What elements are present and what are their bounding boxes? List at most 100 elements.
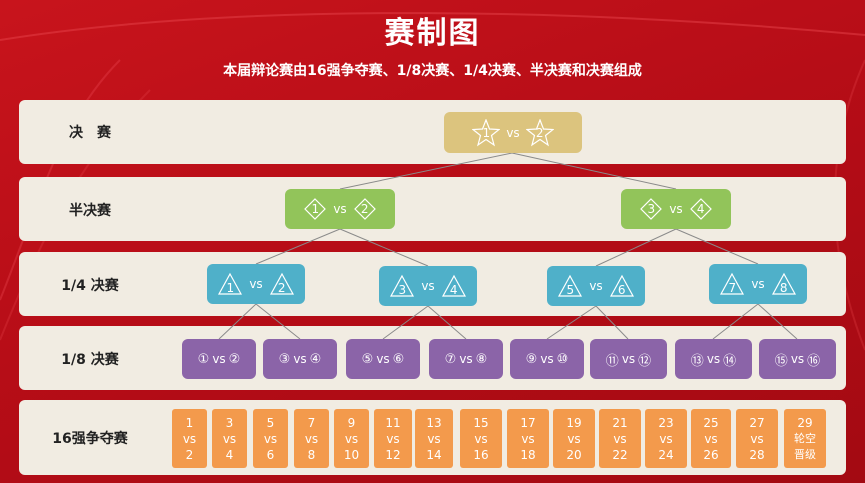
- eighth-team-a: ⑬: [690, 353, 704, 369]
- diamond-icon: 1: [303, 197, 327, 221]
- triangle-icon: 5: [557, 274, 583, 298]
- eighth-vs: vs: [621, 352, 636, 366]
- r16-team-b: 28: [749, 447, 765, 462]
- final-vs: vs: [506, 125, 520, 140]
- r16-team-b: 8: [307, 447, 316, 462]
- r16-team-a: 25: [703, 415, 719, 430]
- quarter-team-b: 2: [277, 281, 286, 295]
- r16-team-b: 10: [343, 447, 360, 462]
- r16-vs: vs: [750, 431, 764, 446]
- final-team-a: 1: [482, 125, 491, 140]
- quarter-vs: vs: [421, 279, 435, 293]
- r16-team-a: 27: [749, 415, 765, 430]
- r16-team-a: 5: [266, 415, 275, 430]
- r16-team-a: 17: [520, 415, 536, 430]
- diamond-icon: 3: [639, 197, 663, 221]
- r16-team-a: 23: [658, 415, 674, 430]
- r16-team-a: 11: [385, 415, 401, 430]
- stage-label-final: 决 赛: [69, 125, 111, 141]
- eighth-team-b: ⑥: [392, 351, 405, 367]
- final-match: 1 vs 2: [444, 112, 582, 153]
- page-subtitle: 本届辩论赛由16强争夺赛、1/8决赛、1/4决赛、半决赛和决赛组成: [223, 63, 642, 79]
- diamond-icon: 2: [353, 197, 377, 221]
- quarter-vs: vs: [589, 279, 603, 293]
- stage-label-quarter: 1/4 决赛: [61, 278, 119, 294]
- r16-team-a: 15: [473, 415, 489, 430]
- r16-team-b: 24: [658, 447, 674, 462]
- final-team-b: 2: [535, 125, 544, 140]
- eighth-team-b: ②: [228, 351, 241, 367]
- quarter-team-a: 3: [398, 283, 407, 297]
- quarter-match: 1 vs 2: [207, 264, 305, 304]
- semi-vs: vs: [333, 202, 347, 216]
- semi-team-a: 1: [311, 202, 320, 216]
- r16-team-b: 22: [612, 447, 628, 462]
- quarter-team-a: 7: [728, 281, 737, 295]
- r16-vs: vs: [659, 431, 673, 446]
- r16-team-a: 29: [797, 415, 813, 430]
- eighth-vs: vs: [212, 352, 226, 366]
- eighth-vs: vs: [459, 352, 473, 366]
- quarter-team-a: 5: [566, 283, 575, 297]
- star-icon: 1: [472, 118, 501, 147]
- eighth-vs: vs: [376, 352, 390, 366]
- quarter-vs: vs: [249, 277, 263, 291]
- eighth-team-b: ⑫: [638, 353, 652, 369]
- r16-vs: vs: [386, 431, 400, 446]
- quarter-team-b: 8: [779, 281, 788, 295]
- stage-label-eighth: 1/8 决赛: [61, 352, 119, 368]
- semi-match: 1 vs 2: [285, 189, 395, 229]
- semi-match: 3 vs 4: [621, 189, 731, 229]
- r16-team-b: 26: [703, 447, 719, 462]
- r16-team-a: 19: [566, 415, 582, 430]
- r16-vs: vs: [222, 431, 237, 446]
- r16-vs: vs: [613, 431, 627, 446]
- quarter-match: 7 vs 8: [709, 264, 807, 304]
- triangle-icon: 2: [269, 272, 295, 296]
- r16-team-a: 1: [185, 415, 194, 430]
- triangle-icon: 4: [441, 274, 467, 298]
- triangle-icon: 8: [771, 272, 797, 296]
- r16-team-b: 18: [520, 447, 536, 462]
- eighth-vs: vs: [540, 352, 554, 366]
- eighth-team-a: ⑤: [361, 351, 374, 367]
- eighth-team-a: ⑪: [605, 353, 619, 369]
- r16-bye-label: 轮空: [794, 431, 816, 445]
- eighth-vs: vs: [790, 352, 805, 366]
- star-icon: 2: [525, 118, 554, 147]
- eighth-team-b: ⑯: [807, 353, 821, 369]
- stage-label-semi: 半决赛: [69, 203, 111, 219]
- eighth-team-a: ①: [197, 351, 210, 367]
- eighth-team-b: ⑭: [723, 353, 737, 369]
- quarter-vs: vs: [751, 277, 765, 291]
- r16-vs: vs: [263, 431, 278, 446]
- quarter-team-a: 1: [226, 281, 235, 295]
- quarter-match: 3 vs 4: [379, 266, 477, 306]
- r16-vs: vs: [344, 431, 359, 446]
- r16-team-a: 13: [426, 415, 442, 430]
- r16-team-b: 12: [385, 447, 401, 462]
- triangle-icon: 7: [719, 272, 745, 296]
- semi-team-b: 4: [696, 202, 705, 216]
- triangle-icon: 3: [389, 274, 415, 298]
- r16-team-a: 9: [347, 415, 356, 430]
- eighth-team-a: ⑮: [774, 353, 788, 369]
- semi-team-b: 2: [360, 202, 369, 216]
- r16-vs: vs: [304, 431, 319, 446]
- eighth-team-b: ⑩: [556, 351, 569, 367]
- semi-vs: vs: [669, 202, 683, 216]
- r16-advance-label: 晋级: [794, 447, 816, 461]
- eighth-team-a: ⑨: [525, 351, 538, 367]
